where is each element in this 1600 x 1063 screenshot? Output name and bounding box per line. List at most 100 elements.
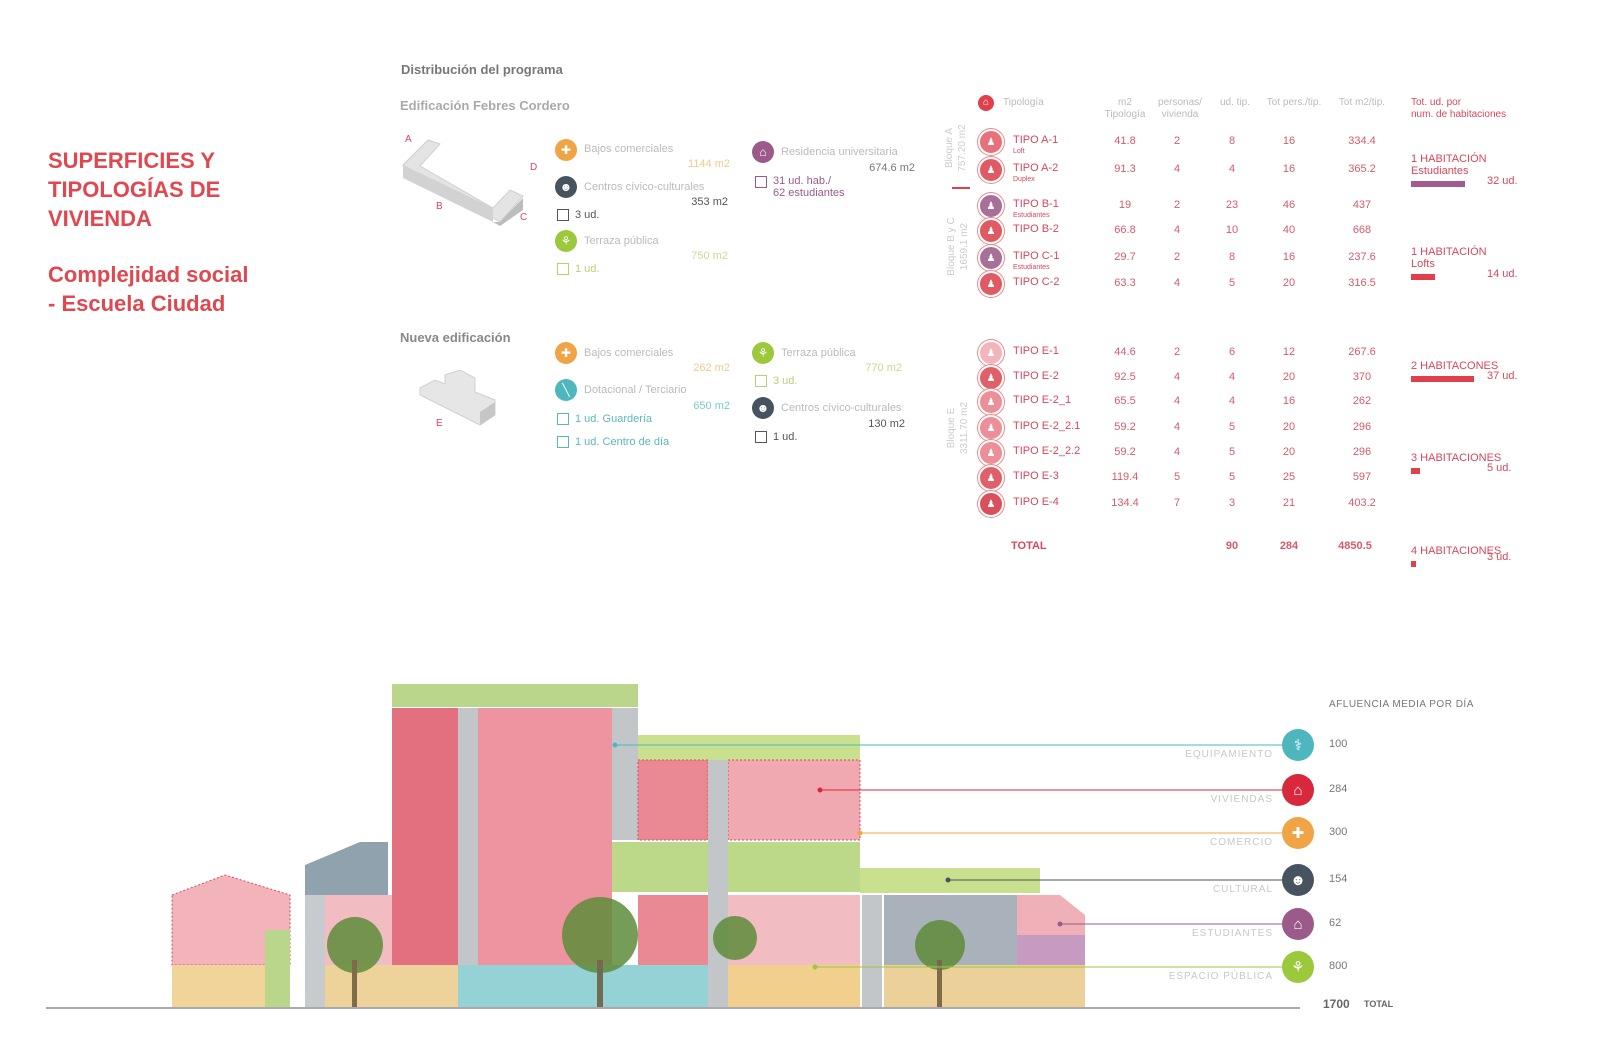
table-cell-pers: 4: [1173, 371, 1181, 383]
table-cell-m2: 44.6: [1114, 346, 1136, 358]
typology-name: TIPO B-2: [1013, 224, 1059, 235]
afluencia-heading: AFLUENCIA MEDIA POR DÍA: [1329, 699, 1474, 710]
table-cell-m2: 29.7: [1114, 251, 1136, 263]
item-label: Centros cívico-culturales: [584, 181, 705, 193]
room-count-bar: [1411, 274, 1435, 280]
total-units: 90: [1225, 540, 1239, 552]
people-icon: ♟: [978, 365, 1004, 391]
table-cell-totm2: 370: [1352, 371, 1372, 383]
table-cell-totm2: 237.6: [1348, 251, 1376, 263]
typology-label: TIPO A-2: [1013, 162, 1059, 174]
table-cell-m2: 134.4: [1111, 497, 1139, 509]
table-cell-pers: 2: [1173, 135, 1181, 147]
people-icon: ♟: [978, 465, 1004, 491]
typology-label: TIPO B-1: [1013, 198, 1059, 210]
table-cell-totp: 16: [1282, 251, 1296, 263]
table-cell-ud: 3: [1228, 497, 1236, 509]
people-icon: ♟: [978, 245, 1004, 271]
legend-value: 100: [1329, 738, 1348, 750]
room-count-bar: [1411, 468, 1420, 474]
table-cell-pers: 4: [1173, 224, 1181, 236]
typology-label: TIPO B-2: [1013, 223, 1059, 235]
rooms-heading: Tot. ud. por num. de habitaciones: [1411, 97, 1507, 120]
leader-dot: [1057, 921, 1063, 927]
table-cell-pers: 2: [1173, 251, 1181, 263]
block-label-a: A: [405, 134, 412, 145]
legend-label: CULTURAL: [1212, 884, 1273, 895]
typology-label: TIPO E-2: [1013, 370, 1059, 382]
room-count-label: 37 ud.: [1487, 370, 1518, 382]
people-icon: ♟: [978, 491, 1004, 517]
house-icon: ⌂: [978, 95, 994, 111]
table-cell-totm2: 262: [1352, 395, 1372, 407]
room-count-bar: [1411, 181, 1466, 187]
typology-name: TIPO C-2: [1013, 277, 1059, 288]
walking-people-icon: ⚘: [752, 342, 774, 364]
room-count-label: 3 ud.: [1487, 551, 1512, 563]
item-area: 130 m2: [868, 418, 905, 430]
table-cell-totm2: 437: [1352, 199, 1372, 211]
walking-people-icon: ⚘: [1282, 951, 1314, 983]
block-divider: [952, 187, 970, 189]
block-label-d: D: [530, 162, 538, 173]
item-area: 750 m2: [691, 250, 728, 262]
house-icon: ⌂: [1282, 774, 1314, 806]
leader-dot: [612, 742, 618, 748]
typology-subtitle: Duplex: [1013, 176, 1035, 183]
table-cell-totm2: 365.2: [1348, 163, 1376, 175]
table-cell-pers: 2: [1173, 346, 1181, 358]
people-icon: ♟: [978, 440, 1004, 466]
item-area: 262 m2: [693, 362, 730, 374]
item-label: Bajos comerciales: [584, 143, 674, 155]
facilities-icon: ⚕: [1282, 729, 1314, 761]
table-cell-totp: 20: [1282, 371, 1296, 383]
table-header: Tipología: [1003, 97, 1044, 108]
room-count-bar: [1411, 376, 1474, 382]
shop-icon: ✚: [555, 139, 577, 161]
table-cell-totp: 46: [1282, 199, 1296, 211]
table-cell-ud: 4: [1228, 163, 1236, 175]
table-cell-totp: 21: [1282, 497, 1296, 509]
table-cell-ud: 5: [1228, 421, 1236, 433]
legend-value: 154: [1329, 873, 1348, 885]
typology-name: TIPO E-2_2.1: [1013, 421, 1080, 432]
table-cell-pers: 4: [1173, 421, 1181, 433]
building-section: [46, 684, 1300, 1009]
typology-subtitle: Estudiantes: [1013, 212, 1050, 219]
units-checkbox: 1 ud.: [755, 431, 797, 443]
legend-value: 800: [1329, 960, 1348, 972]
people-icon: ♟: [978, 389, 1004, 415]
people-icon: ♟: [978, 340, 1004, 366]
page-title: SUPERFICIES Y TIPOLOGÍAS DE VIVIENDA: [48, 148, 221, 231]
room-label: 3 HABITACIONES: [1411, 452, 1502, 464]
table-cell-totp: 20: [1282, 421, 1296, 433]
table-header: personas/ vivienda: [1158, 97, 1202, 120]
people-icon: ♟: [978, 415, 1004, 441]
legend-label: EQUIPAMIENTO: [1185, 749, 1273, 760]
table-cell-pers: 5: [1173, 471, 1181, 483]
item-label: Terraza pública: [781, 347, 856, 359]
room-label: 1 HABITACIÓN Estudiantes: [1411, 153, 1487, 177]
typology-name: TIPO E-2_1: [1013, 395, 1071, 406]
units-checkbox: 1 ud. Centro de día: [557, 436, 669, 448]
table-cell-totp: 25: [1282, 471, 1296, 483]
people-icon: ♟: [978, 271, 1004, 297]
theater-masks-icon: ☻: [752, 397, 774, 419]
item-label: Bajos comerciales: [584, 347, 674, 359]
legend-label: ESPACIO PÚBLICA: [1168, 971, 1273, 982]
walking-people-icon: ⚘: [555, 230, 577, 252]
typology-label: TIPO C-1: [1013, 250, 1060, 262]
leader-dot: [817, 787, 823, 793]
theater-masks-icon: ☻: [1282, 864, 1314, 896]
units-checkbox: 1 ud.: [557, 263, 599, 275]
people-icon: ♟: [978, 193, 1004, 219]
new-building-heading: Nueva edificación: [400, 330, 511, 345]
table-cell-ud: 10: [1225, 224, 1239, 236]
room-count-label: 5 ud.: [1487, 462, 1512, 474]
typology-subtitle: Estudiantes: [1013, 264, 1050, 271]
page-subtitle: Complejidad social - Escuela Ciudad: [48, 262, 249, 316]
table-cell-totm2: 267.6: [1348, 346, 1376, 358]
people-icon: ♟: [978, 129, 1004, 155]
